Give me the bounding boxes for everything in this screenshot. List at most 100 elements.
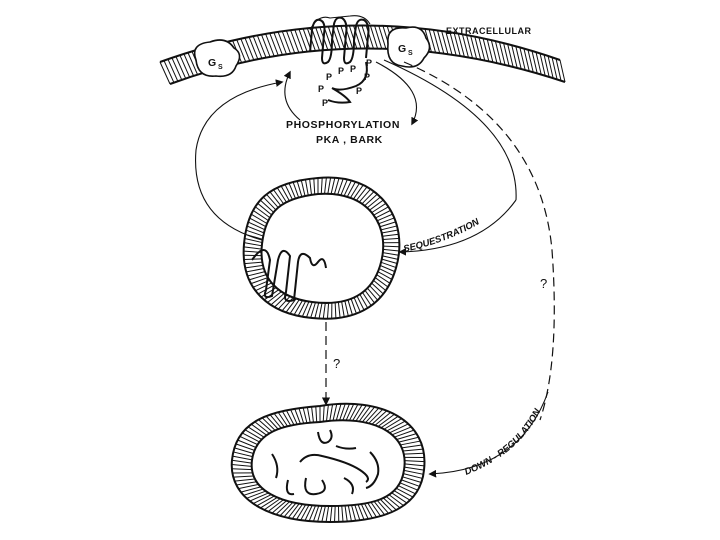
lipid-tick xyxy=(243,246,262,250)
lipid-tick xyxy=(243,488,264,496)
phospho-6: P xyxy=(318,84,325,94)
lipid-tick xyxy=(260,497,278,509)
lipid-tick xyxy=(404,460,425,463)
lipid-tick xyxy=(314,302,320,319)
lipid-tick xyxy=(241,432,260,443)
lipid-tick xyxy=(281,297,294,312)
lipid-tick xyxy=(231,459,252,464)
lipid-tick xyxy=(245,229,264,237)
lipid-tick xyxy=(355,405,367,422)
lipid-tick xyxy=(367,287,379,301)
lipid-tick xyxy=(403,469,424,475)
unknown-mark-pathway: ? xyxy=(540,276,547,291)
lipid-tick xyxy=(402,476,422,483)
lipid-tick xyxy=(432,29,441,54)
lipid-tick xyxy=(318,302,323,319)
lipid-tick xyxy=(269,33,279,56)
lipid-tick xyxy=(364,503,373,519)
lipid-tick xyxy=(340,179,348,196)
lipid-tick xyxy=(341,301,345,318)
lipid-tick xyxy=(290,409,298,425)
lipid-tick xyxy=(256,495,275,507)
lipid-tick xyxy=(371,410,388,425)
lipid-tick xyxy=(383,245,400,248)
lipid-tick xyxy=(263,498,281,511)
lipid-tick xyxy=(329,505,333,523)
lipid-tick xyxy=(183,53,195,77)
lipid-tick xyxy=(352,404,363,421)
lipid-tick xyxy=(515,46,522,70)
lipid-tick xyxy=(494,40,502,65)
lipid-tick xyxy=(402,448,424,452)
lipid-tick xyxy=(371,202,387,214)
lipid-tick xyxy=(535,52,542,75)
lipid-tick xyxy=(289,299,300,314)
lipid-tick xyxy=(360,503,369,520)
lipid-tick xyxy=(261,417,276,431)
gs-right-label: G xyxy=(398,43,407,55)
lipid-tick xyxy=(247,271,266,277)
lipid-tick xyxy=(358,188,371,203)
lipid-tick xyxy=(527,49,534,73)
lipid-tick xyxy=(337,302,341,318)
lipid-tick xyxy=(378,217,395,225)
phosphorylation-arrow-right xyxy=(375,61,419,126)
lipid-tick xyxy=(267,291,282,303)
lipid-tick xyxy=(507,43,514,68)
phospho-5: P xyxy=(364,72,371,82)
phospho-2: P xyxy=(338,66,345,76)
phosphorylation-arrow-left xyxy=(283,70,301,121)
lipid-tick xyxy=(369,285,381,298)
lipid-tick xyxy=(441,30,449,55)
lipid-tick xyxy=(302,407,308,424)
lipid-tick xyxy=(348,25,358,49)
lipid-tick xyxy=(260,34,271,58)
sequestration-vesicle xyxy=(242,176,401,320)
lipid-tick xyxy=(370,501,381,517)
sequestration-label: SEQUESTRATION xyxy=(402,216,482,255)
lipid-tick xyxy=(292,181,300,198)
lipid-tick xyxy=(511,45,518,69)
lipid-tick xyxy=(248,274,267,281)
lipid-tick xyxy=(322,302,326,319)
phospho-8: P xyxy=(322,98,329,108)
lipid-tick xyxy=(300,180,306,197)
phospho-4: P xyxy=(366,58,373,68)
lipid-tick xyxy=(238,483,259,490)
lipid-tick xyxy=(382,252,399,256)
lipid-tick xyxy=(234,478,256,482)
lipid-tick xyxy=(288,182,296,199)
lipid-tick xyxy=(375,209,391,219)
lipid-tick xyxy=(368,408,384,424)
lipid-tick xyxy=(399,482,419,491)
lipid-tick xyxy=(304,505,313,521)
lipid-tick xyxy=(297,300,307,317)
lipid-tick xyxy=(547,55,554,79)
lipid-tick xyxy=(317,505,323,522)
lipid-tick xyxy=(308,505,317,522)
lipid-tick xyxy=(260,199,274,213)
lipid-tick xyxy=(244,242,262,247)
lipid-tick xyxy=(327,177,332,194)
lipid-tick xyxy=(380,261,397,269)
lipid-tick xyxy=(353,297,361,313)
lipid-tick xyxy=(334,505,336,522)
lipid-tick xyxy=(329,404,334,421)
lipid-tick xyxy=(403,473,423,479)
lipid-tick xyxy=(273,413,285,428)
lipid-tick xyxy=(555,58,562,81)
lipid-tick xyxy=(281,31,292,54)
lipid-tick xyxy=(275,501,291,515)
lipid-tick xyxy=(352,184,364,200)
lipid-tick xyxy=(339,403,346,421)
lipid-tick xyxy=(298,408,305,424)
degraded-receptor-fragments xyxy=(271,429,380,496)
phospho-3: P xyxy=(350,64,357,74)
lipid-tick xyxy=(355,186,368,201)
lipid-tick xyxy=(273,32,283,56)
lipid-tick xyxy=(490,40,498,64)
lipid-tick xyxy=(539,53,546,76)
lipid-tick xyxy=(350,298,357,314)
lipid-tick xyxy=(322,405,325,422)
lipid-tick xyxy=(246,268,264,273)
